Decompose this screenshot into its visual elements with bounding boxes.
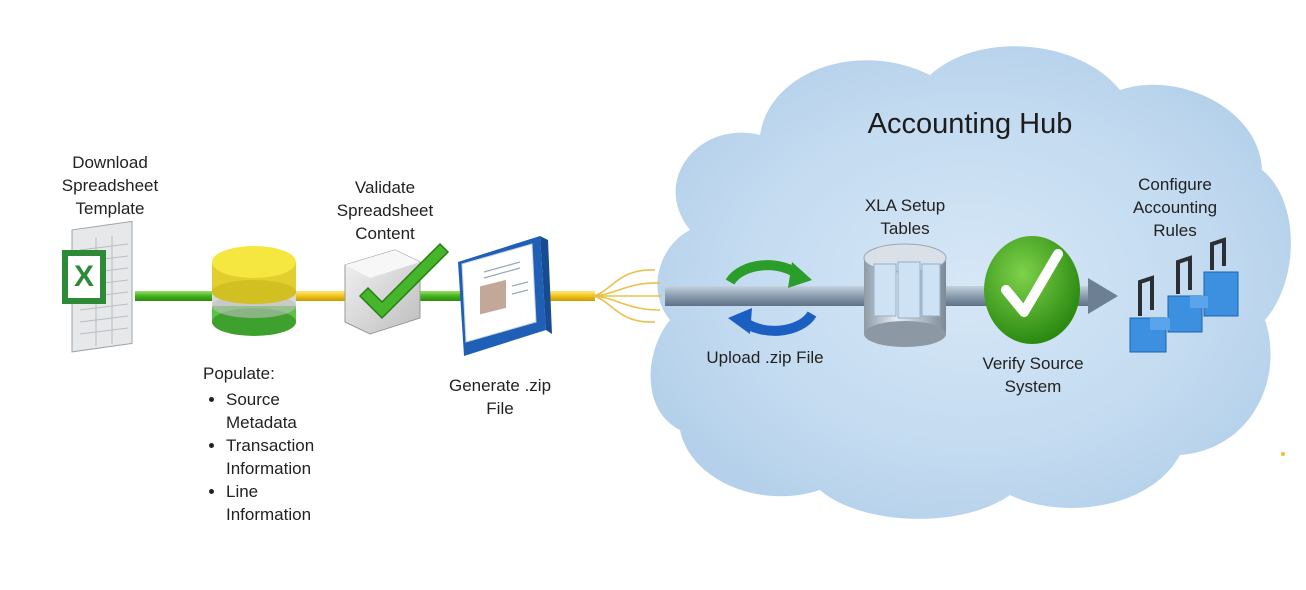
svg-text:X: X: [74, 260, 94, 293]
populate-list: Source Metadata Transaction Information …: [206, 388, 314, 526]
accounting-hub-title: Accounting Hub: [867, 108, 1073, 140]
verify-source-label: Verify Source System: [982, 354, 1084, 396]
verify-check-icon: [984, 236, 1080, 344]
populate-item-transaction-info: Transaction Information: [226, 434, 314, 480]
populate-item-source-metadata: Source Metadata: [226, 388, 314, 434]
upload-sync-icon: [725, 260, 817, 336]
zip-file-folder-icon: [458, 236, 552, 356]
generate-zip-label: Generate .zip File: [448, 376, 552, 418]
populate-database-icon: [212, 246, 296, 336]
download-template-label: Download Spreadsheet Template: [61, 153, 159, 218]
configure-rules-label: Configure Accounting Rules: [1132, 175, 1218, 240]
spreadsheet-template-icon: X: [62, 220, 133, 353]
accent-dot: [1281, 452, 1285, 456]
xla-setup-tables-icon: [863, 243, 947, 347]
upload-zip-label: Upload .zip File: [706, 348, 824, 367]
fiber-connector-icon: [589, 269, 662, 323]
validate-check-icon: [344, 242, 450, 335]
populate-heading: Populate:: [203, 364, 275, 383]
flow-line-left: [135, 291, 595, 301]
validate-content-label: Validate Spreadsheet Content: [336, 178, 434, 243]
accounting-rules-blocks-icon: [1129, 237, 1239, 353]
populate-item-line-info: Line Information: [226, 480, 314, 526]
xla-setup-tables-label: XLA Setup Tables: [864, 196, 946, 238]
accounting-hub-cloud: [650, 46, 1291, 519]
